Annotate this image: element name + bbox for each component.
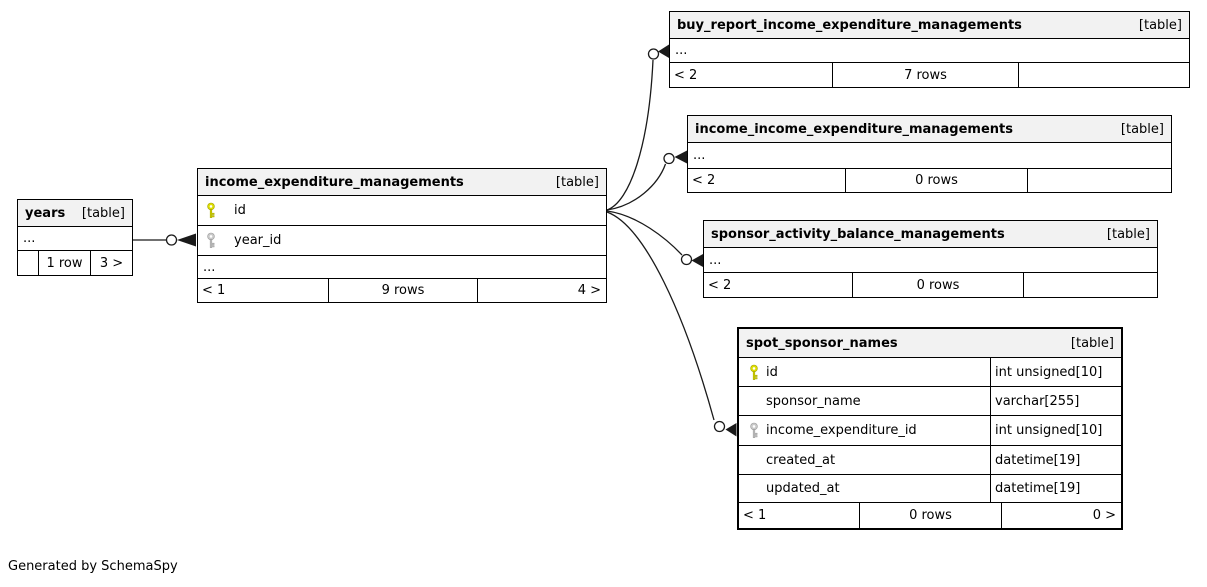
crowfoot-arrow-icon bbox=[691, 254, 703, 267]
table-name[interactable]: income_income_expenditure_managements bbox=[695, 121, 1013, 137]
table-tag: [table] bbox=[1070, 335, 1114, 351]
table-name[interactable]: years bbox=[25, 205, 66, 221]
table-header: income_expenditure_managements [table] bbox=[198, 169, 606, 196]
column-type: int unsigned[10] bbox=[995, 423, 1103, 438]
table-header: sponsor_activity_balance_managements [ta… bbox=[704, 221, 1157, 248]
foreign-key-icon bbox=[204, 232, 217, 249]
table-node-income-expenditure-managements[interactable]: income_expenditure_managements [table] i… bbox=[197, 168, 607, 303]
column-type: varchar[255] bbox=[995, 393, 1080, 409]
edge-iem-to-buy-report bbox=[606, 44, 669, 211]
footer-row-count: 9 rows bbox=[329, 279, 478, 302]
footer-parents: < 2 bbox=[704, 273, 853, 297]
table-footer: < 2 0 rows bbox=[704, 273, 1157, 297]
column-row-income-expenditure-id: income_expenditure_id int unsigned[10] bbox=[739, 416, 1121, 446]
table-name[interactable]: income_expenditure_managements bbox=[205, 174, 464, 190]
footer-children: 0 > bbox=[1092, 508, 1116, 523]
table-tag: [table] bbox=[1138, 17, 1182, 33]
footer-row-count: 0 rows bbox=[853, 273, 1024, 297]
footer-parents: < 2 bbox=[688, 169, 846, 192]
table-name[interactable]: sponsor_activity_balance_managements bbox=[711, 226, 1005, 242]
column-type: datetime[19] bbox=[995, 481, 1081, 496]
crowfoot-arrow-icon bbox=[177, 233, 196, 247]
table-node-buy-report-income-expenditure-managements[interactable]: buy_report_income_expenditure_management… bbox=[669, 11, 1190, 88]
table-header: buy_report_income_expenditure_management… bbox=[670, 12, 1189, 39]
primary-key-icon bbox=[747, 364, 760, 381]
generated-by-note: Generated by SchemaSpy bbox=[8, 559, 178, 574]
collapsed-columns-row: ... bbox=[198, 256, 606, 279]
table-header: spot_sponsor_names [table] bbox=[739, 329, 1121, 358]
collapsed-columns-row: ... bbox=[18, 227, 132, 251]
column-name: year_id bbox=[234, 233, 282, 248]
column-row-created-at: created_at datetime[19] bbox=[739, 446, 1121, 475]
table-footer: < 2 7 rows bbox=[670, 63, 1189, 87]
crowfoot-arrow-icon bbox=[674, 150, 687, 164]
column-name: income_expenditure_id bbox=[766, 423, 917, 438]
footer-children: 3 > bbox=[99, 255, 124, 271]
primary-key-icon bbox=[204, 202, 217, 219]
column-row-updated-at: updated_at datetime[19] bbox=[739, 475, 1121, 503]
table-footer: < 1 9 rows 4 > bbox=[198, 279, 606, 302]
column-name: sponsor_name bbox=[766, 393, 861, 409]
column-row-year-id: year_id bbox=[198, 226, 606, 256]
column-name: id bbox=[766, 364, 778, 380]
table-node-spot-sponsor-names[interactable]: spot_sponsor_names [table] id int unsign… bbox=[737, 327, 1123, 530]
column-name: created_at bbox=[766, 452, 836, 468]
footer-children: 4 > bbox=[577, 283, 601, 298]
collapsed-columns-row: ... bbox=[704, 248, 1157, 273]
column-name: id bbox=[234, 203, 246, 218]
table-footer: 1 row 3 > bbox=[18, 251, 132, 275]
edge-iem-to-spot-sponsor bbox=[606, 211, 737, 437]
footer-row-count: 0 rows bbox=[860, 503, 1002, 528]
column-type: int unsigned[10] bbox=[995, 364, 1103, 380]
table-tag: [table] bbox=[555, 174, 599, 190]
footer-children bbox=[1019, 63, 1189, 87]
footer-children bbox=[1028, 169, 1171, 192]
collapsed-columns-row: ... bbox=[670, 39, 1189, 63]
footer-children bbox=[1024, 273, 1157, 297]
table-node-sponsor-activity-balance-managements[interactable]: sponsor_activity_balance_managements [ta… bbox=[703, 220, 1158, 298]
footer-parents: < 1 bbox=[739, 503, 860, 528]
table-node-years[interactable]: years [table] ... 1 row 3 > bbox=[17, 199, 133, 276]
table-tag: [table] bbox=[1106, 226, 1150, 242]
edge-iem-to-income-income bbox=[606, 150, 687, 211]
column-name: updated_at bbox=[766, 481, 840, 496]
column-type: datetime[19] bbox=[995, 452, 1081, 468]
edge-iem-to-sponsor-activity bbox=[606, 210, 703, 267]
table-header: income_income_expenditure_managements [t… bbox=[688, 116, 1171, 143]
table-tag: [table] bbox=[81, 205, 125, 221]
column-row-id: id int unsigned[10] bbox=[739, 358, 1121, 387]
table-header: years [table] bbox=[18, 200, 132, 227]
collapsed-columns-row: ... bbox=[688, 143, 1171, 169]
crowfoot-arrow-icon bbox=[725, 423, 737, 437]
column-row-sponsor-name: sponsor_name varchar[255] bbox=[739, 387, 1121, 416]
edge-years-to-iem bbox=[133, 233, 196, 247]
table-footer: < 1 0 rows 0 > bbox=[739, 503, 1121, 528]
footer-row-count: 7 rows bbox=[833, 63, 1019, 87]
table-node-income-income-expenditure-managements[interactable]: income_income_expenditure_managements [t… bbox=[687, 115, 1172, 193]
foreign-key-icon bbox=[747, 422, 760, 439]
footer-row-count: 0 rows bbox=[846, 169, 1028, 192]
footer-parents: < 2 bbox=[670, 63, 833, 87]
table-footer: < 2 0 rows bbox=[688, 169, 1171, 192]
table-name[interactable]: buy_report_income_expenditure_management… bbox=[677, 17, 1022, 33]
footer-row-count: 1 row bbox=[39, 251, 91, 275]
footer-parents bbox=[18, 251, 39, 275]
column-row-id: id bbox=[198, 196, 606, 226]
table-tag: [table] bbox=[1120, 121, 1164, 137]
footer-parents: < 1 bbox=[198, 279, 329, 302]
crowfoot-arrow-icon bbox=[658, 44, 669, 58]
table-name[interactable]: spot_sponsor_names bbox=[746, 335, 898, 351]
